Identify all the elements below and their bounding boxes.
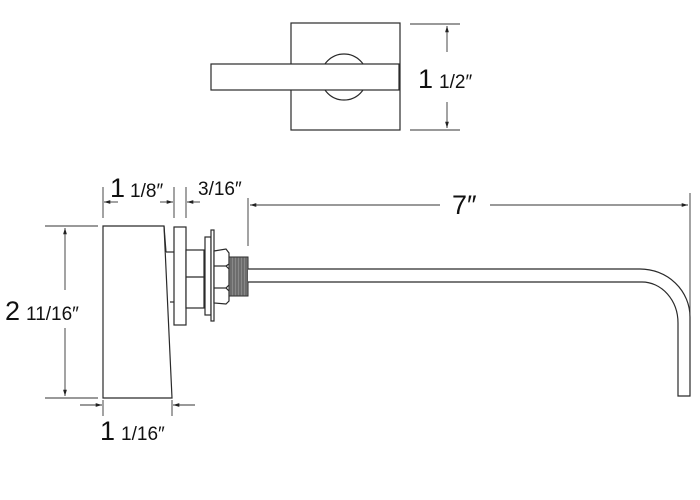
handle-body bbox=[102, 225, 173, 399]
hex-nut bbox=[213, 248, 230, 305]
spout-length-dimension: 7″ bbox=[247, 190, 691, 315]
valve-stem bbox=[185, 249, 205, 309]
flange-depth-label: 3/16″ bbox=[198, 179, 242, 200]
spout-length-label: 7″ bbox=[452, 190, 477, 220]
threaded-shank bbox=[228, 256, 249, 297]
mount-flange bbox=[204, 236, 212, 316]
escutcheon-plate bbox=[173, 226, 187, 326]
handle-lever bbox=[210, 63, 400, 91]
spout-pipe bbox=[248, 268, 691, 397]
